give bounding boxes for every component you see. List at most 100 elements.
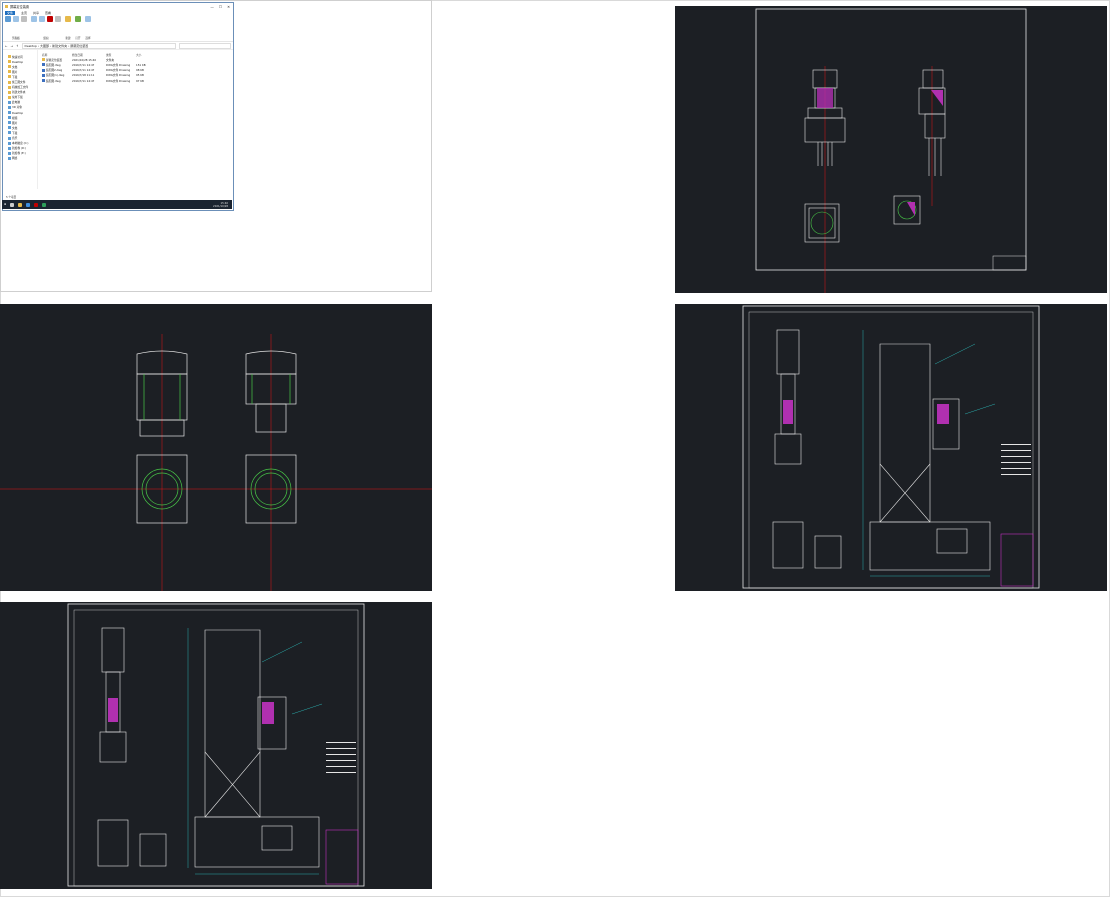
column-header-name[interactable]: 名称 — [42, 52, 48, 57]
nav-item[interactable]: 机械加工文件 — [3, 85, 37, 90]
system-tray-clock[interactable]: 15:40 2021/10/28 — [213, 202, 232, 208]
ribbon-group-open: 打开 — [75, 16, 81, 40]
new-folder-icon[interactable] — [65, 16, 71, 22]
move-to-icon[interactable] — [31, 16, 37, 22]
nav-item[interactable]: 快速访问 — [3, 54, 37, 59]
folder-icon — [8, 90, 11, 94]
nav-item-label: 3D 对象 — [12, 105, 23, 110]
back-icon[interactable]: ← — [5, 43, 8, 48]
nav-item[interactable]: Desktop — [3, 59, 37, 64]
nav-item[interactable]: 下载 — [3, 74, 37, 79]
explorer-window: 屏幕定位装置 — ☐ ✕ 文件 主页 共享 查看 剪贴板 — [2, 2, 234, 211]
breadcrumb-item[interactable]: 大图部 — [40, 43, 50, 48]
nav-item[interactable]: 音乐 — [3, 136, 37, 141]
folder-icon — [8, 136, 11, 140]
tab-home[interactable]: 主页 — [21, 10, 28, 15]
nav-item-label: 此电脑 — [12, 100, 21, 105]
nav-item-label: Desktop — [12, 59, 24, 64]
accent-fill — [262, 702, 274, 724]
notes-block — [326, 742, 356, 773]
rename-icon[interactable] — [55, 16, 61, 22]
select-all-icon[interactable] — [85, 16, 91, 22]
folder-icon — [8, 60, 11, 64]
folder-icon — [8, 116, 11, 120]
inner-border — [73, 609, 359, 887]
folder-icon — [8, 111, 11, 115]
dimension-lines — [187, 628, 323, 875]
nav-item[interactable]: 施工图文件 — [3, 79, 37, 84]
nav-item[interactable]: 文档 — [3, 125, 37, 130]
forward-icon[interactable]: → — [10, 43, 14, 48]
ribbon-group-label: 新建 — [65, 37, 71, 40]
delete-icon[interactable] — [47, 16, 53, 22]
taskbar-time: 15:40 — [220, 201, 228, 205]
ribbon: 剪贴板 组织 新建 打开 — [3, 15, 233, 42]
file-name: 装配图.dwg — [46, 78, 61, 83]
nav-item[interactable]: 此电脑 — [3, 100, 37, 105]
tab-file[interactable]: 文件 — [5, 10, 16, 15]
nav-item-label: 常用下载 — [12, 95, 23, 100]
file-name: 装配图.dwg — [46, 62, 61, 67]
cad-panel-assembly-b — [675, 304, 1107, 591]
nav-item[interactable]: Desktop — [3, 110, 37, 115]
minimize-icon[interactable]: — — [210, 4, 214, 9]
folder-icon — [8, 105, 11, 109]
app-taskbar-icon[interactable] — [42, 202, 47, 207]
nav-item[interactable]: 3D 对象 — [3, 105, 37, 110]
main-frame-view — [194, 629, 320, 868]
breadcrumb-item[interactable]: 屏幕定位装置 — [70, 43, 89, 48]
nav-item[interactable]: 常用下载 — [3, 95, 37, 100]
up-icon[interactable]: ↑ — [16, 43, 19, 48]
windows-start-icon[interactable]: ⊞ — [4, 203, 7, 206]
column-header-size[interactable]: 大小 — [136, 52, 142, 57]
address-bar[interactable]: Desktop › 大图部 › 新建文件夹 › 屏幕定位装置 — [21, 42, 176, 49]
top-view-left — [804, 203, 840, 243]
copy-to-icon[interactable] — [39, 16, 45, 22]
cad-taskbar-icon[interactable] — [34, 202, 39, 207]
pin-icon[interactable] — [5, 16, 11, 22]
search-icon[interactable] — [10, 202, 15, 207]
maximize-icon[interactable]: ☐ — [218, 4, 223, 9]
nav-item[interactable]: 新加卷 (E:) — [3, 151, 37, 156]
copy-icon[interactable] — [13, 16, 19, 22]
file-size-cell: 151 KB — [136, 62, 146, 67]
nav-item-label: 图片 — [12, 69, 18, 74]
breadcrumb-item[interactable]: Desktop — [24, 43, 37, 48]
nav-item[interactable]: 网络 — [3, 156, 37, 161]
folder-icon — [8, 85, 11, 89]
file-name: 装配图(1).dwg — [46, 73, 65, 78]
breadcrumb-item[interactable]: 新建文件夹 — [52, 43, 68, 48]
browser-taskbar-icon[interactable] — [26, 202, 31, 207]
ribbon-tabs: 文件 主页 共享 查看 — [3, 10, 233, 15]
nav-item-label: 施工图文件 — [12, 80, 26, 85]
top-view-accent — [907, 202, 915, 216]
tab-share[interactable]: 共享 — [33, 10, 40, 15]
file-name-cell: 屏幕定位装置 — [42, 58, 72, 62]
cad-panel-assembly-a — [0, 602, 432, 889]
nav-item[interactable]: 视频 — [3, 115, 37, 120]
properties-icon[interactable] — [75, 16, 81, 22]
column-header-type[interactable]: 类型 — [106, 52, 112, 57]
nav-item[interactable]: 下载 — [3, 130, 37, 135]
drawing-border — [755, 8, 1027, 271]
nav-item[interactable]: 文档 — [3, 64, 37, 69]
dwg-file-icon — [42, 73, 45, 77]
nav-item[interactable]: 新加卷 (D:) — [3, 146, 37, 151]
cad-panel-front-side-views — [0, 304, 432, 591]
column-header-date[interactable]: 修改日期 — [72, 52, 83, 57]
search-input[interactable] — [179, 42, 231, 49]
nav-item[interactable]: 图片 — [3, 120, 37, 125]
explorer-taskbar-icon[interactable] — [18, 202, 23, 207]
paste-icon[interactable] — [21, 16, 27, 22]
folder-icon — [8, 151, 11, 155]
nav-item[interactable]: 新建文件夹 — [3, 90, 37, 95]
close-icon[interactable]: ✕ — [227, 4, 230, 9]
nav-item[interactable]: 本地磁盘 (C:) — [3, 141, 37, 146]
tab-view[interactable]: 查看 — [45, 10, 52, 15]
nav-item[interactable]: 图片 — [3, 69, 37, 74]
